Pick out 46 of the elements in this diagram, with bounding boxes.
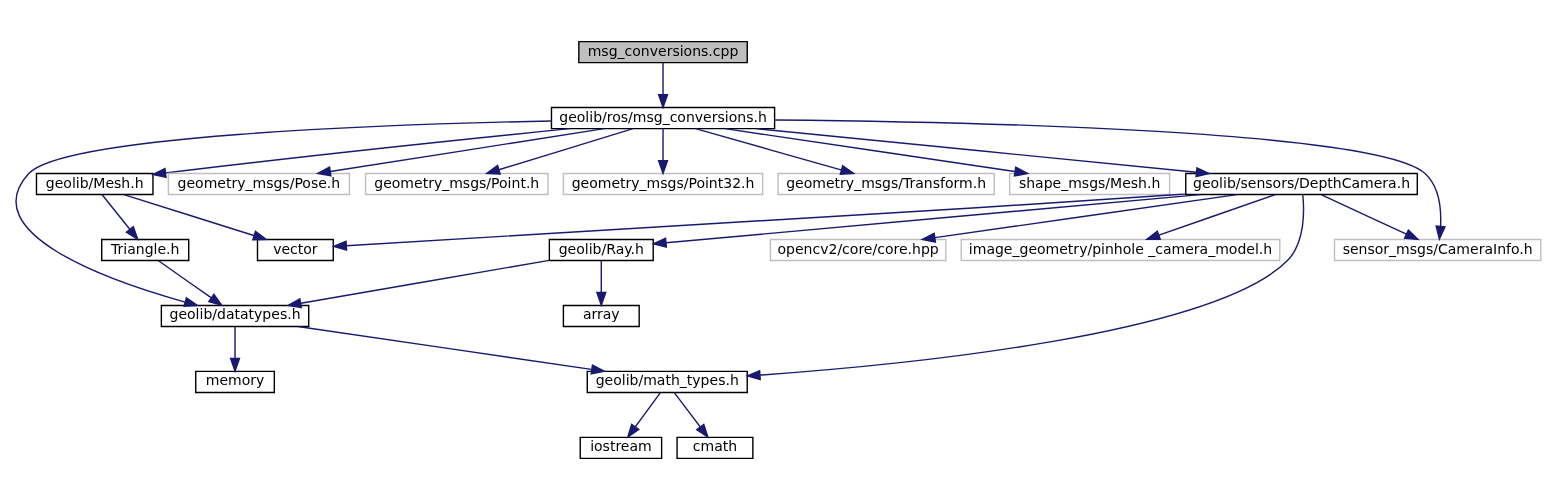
node-box: geolib/datatypes.h	[160, 304, 310, 328]
node-box: geometry_msgs/Transform.h	[777, 172, 995, 196]
node-box: geometry_msgs/Point32.h	[562, 172, 764, 196]
node-box: sensor_msgs/CameraInfo.h	[1333, 238, 1542, 262]
arrow	[101, 194, 140, 241]
arrow	[331, 193, 1186, 252]
arrow	[229, 326, 241, 374]
arrow	[1144, 193, 1276, 241]
node-box: geolib/Ray.h	[548, 238, 654, 262]
arrow	[150, 127, 571, 179]
node-box: cmath	[676, 436, 754, 460]
node-box: Triangle.h	[101, 238, 190, 262]
arrow	[745, 194, 1305, 381]
arrow	[484, 127, 634, 175]
arrow	[15, 120, 553, 308]
node-box: msg_conversions.cpp	[578, 40, 748, 64]
arrow	[694, 127, 856, 176]
arrow	[1320, 194, 1420, 241]
arrow	[123, 193, 269, 241]
arrow	[724, 127, 1030, 177]
node-box: geolib/sensors/DepthCamera.h	[1185, 172, 1418, 196]
arrow	[920, 193, 1238, 243]
arrow	[657, 128, 669, 176]
arrow	[651, 193, 1201, 249]
node-box: shape_msgs/Mesh.h	[1008, 172, 1171, 196]
arrow	[657, 62, 669, 110]
node-box: array	[562, 304, 640, 328]
node-box: vector	[256, 238, 334, 262]
node-box: geolib/ros/msg_conversions.h	[550, 106, 776, 130]
node-box: geometry_msgs/Point.h	[364, 172, 549, 196]
arrow	[297, 325, 607, 375]
node-box: geolib/Mesh.h	[35, 172, 154, 196]
arrow	[286, 259, 550, 309]
node-box: iostream	[579, 436, 663, 460]
arrow	[673, 391, 710, 439]
arrow	[774, 119, 1446, 242]
arrow	[315, 127, 605, 177]
node-box: memory	[195, 370, 276, 394]
node-box: geometry_msgs/Pose.h	[167, 172, 351, 196]
node-box: opencv2/core/core.hpp	[769, 238, 947, 262]
arrow	[626, 391, 662, 439]
arrow	[755, 127, 1212, 178]
arrow	[595, 260, 607, 308]
node-box: image_geometry/pinhole _camera_model.h	[960, 238, 1281, 262]
arrow	[157, 260, 224, 307]
node-box: geolib/math_types.h	[586, 370, 748, 394]
